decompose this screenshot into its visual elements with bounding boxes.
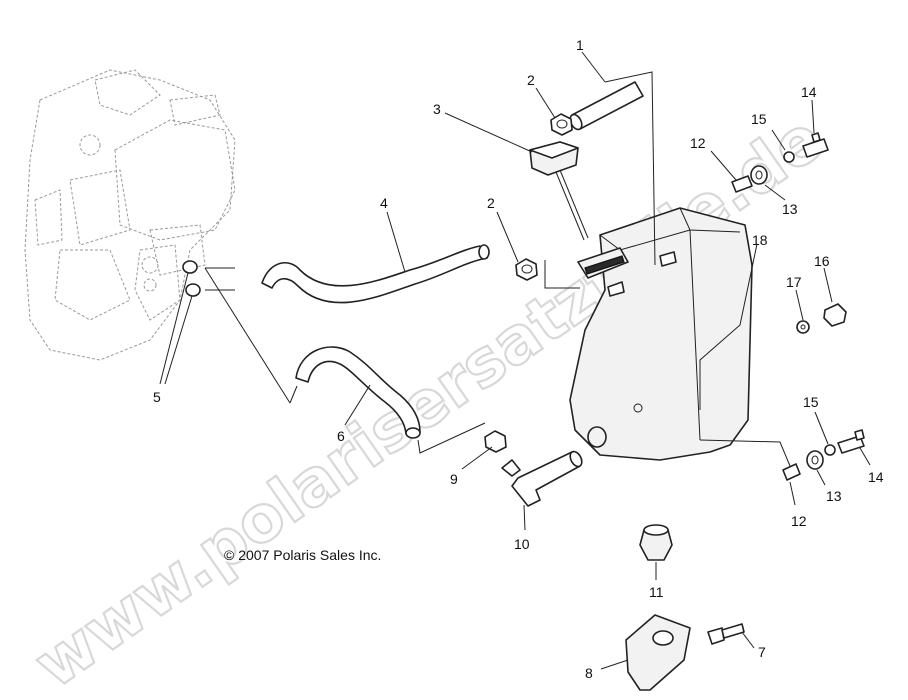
- callout-4: 4: [380, 195, 388, 211]
- part-12-spacer-lower: [782, 463, 801, 481]
- callout-13-lower: 13: [826, 488, 842, 504]
- callout-15-upper: 15: [751, 111, 767, 127]
- part-13-grommet-lower: [806, 450, 824, 470]
- callout-13-upper: 13: [782, 201, 798, 217]
- part-17-washer: [796, 320, 810, 334]
- callout-16: 16: [814, 253, 830, 269]
- part-15-washer-lower: [824, 444, 836, 456]
- part-14-bolt-upper: [802, 132, 829, 158]
- callout-15-lower: 15: [803, 394, 819, 410]
- part-2-clamp-upper: [550, 113, 573, 136]
- part-10-elbow: [501, 450, 583, 507]
- part-11-grommet: [639, 524, 673, 561]
- part-3-cap-dipstick: [529, 141, 589, 241]
- part-6-hose: [295, 346, 421, 439]
- callout-9: 9: [450, 471, 458, 487]
- part-15-washer-upper: [783, 151, 795, 163]
- part-2-clamp-middle: [515, 258, 538, 281]
- part-4-hose: [261, 244, 490, 304]
- callout-12-upper: 12: [690, 135, 706, 151]
- part-9-clamp: [484, 430, 507, 453]
- callout-3: 3: [433, 101, 441, 117]
- part-7-bolt: [707, 623, 745, 645]
- callout-8: 8: [585, 665, 593, 681]
- callout-18: 18: [752, 232, 768, 248]
- part-14-bolt-lower: [837, 429, 865, 454]
- engine-illustration: [24, 69, 236, 361]
- part-8-bracket: [625, 614, 691, 691]
- callout-2-upper: 2: [527, 72, 535, 88]
- part-13-grommet-upper: [750, 165, 768, 185]
- callout-labels: 1 2 3 2 4 5 6 9 10 11 8 7 12 15 14 13 18…: [153, 37, 884, 681]
- copyright-text: © 2007 Polaris Sales Inc.: [224, 547, 381, 563]
- callout-17: 17: [786, 274, 802, 290]
- callout-10: 10: [514, 536, 530, 552]
- leader-lines: [159, 51, 871, 670]
- part-1-tube: [569, 81, 644, 131]
- callout-14-upper: 14: [801, 84, 817, 100]
- callout-14-lower: 14: [868, 469, 884, 485]
- callout-2-middle: 2: [487, 195, 495, 211]
- part-5-clamps: [182, 260, 201, 297]
- part-12-spacer-upper: [731, 175, 753, 193]
- part-18-oil-tank: [569, 207, 753, 461]
- callout-11: 11: [649, 584, 664, 600]
- part-16-fitting: [823, 303, 847, 327]
- callout-7: 7: [758, 644, 766, 660]
- callout-6: 6: [337, 428, 345, 444]
- callout-12-lower: 12: [791, 513, 807, 529]
- callout-5: 5: [153, 389, 161, 405]
- callout-1: 1: [576, 37, 584, 53]
